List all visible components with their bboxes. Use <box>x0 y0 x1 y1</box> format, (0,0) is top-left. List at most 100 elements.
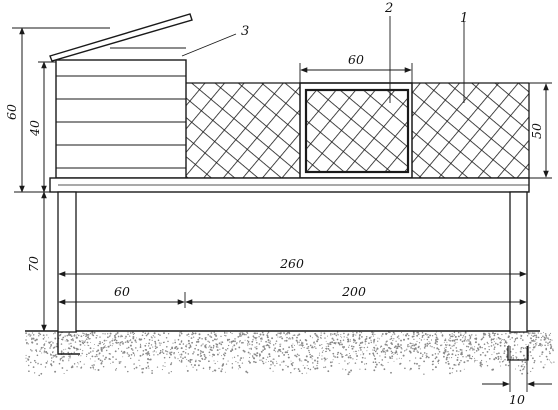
ground-speck <box>245 370 248 373</box>
ground-speck <box>368 342 370 344</box>
ground-speck <box>411 342 413 345</box>
ground-speck <box>88 352 90 355</box>
ground-speck <box>447 360 449 363</box>
ground-speck <box>304 359 307 361</box>
ground-speck <box>151 372 153 374</box>
ground-speck <box>493 344 495 346</box>
ground-speck <box>227 339 229 342</box>
ground-speck <box>424 333 427 335</box>
ground-speck <box>316 340 319 343</box>
ground-speck <box>240 342 243 344</box>
ground-speck <box>437 359 440 362</box>
ground-speck <box>548 334 551 336</box>
ground-speck <box>488 357 491 360</box>
ground-speck <box>76 366 78 368</box>
ground-speck <box>443 351 446 354</box>
ground-speck <box>547 337 549 340</box>
ground-speck <box>296 341 299 343</box>
ground-speck <box>68 355 70 357</box>
ground-speck <box>333 355 335 357</box>
ground-speck <box>247 336 250 339</box>
ground-speck <box>91 355 94 358</box>
ground-speck <box>492 332 494 335</box>
ground-speck <box>220 370 223 373</box>
ground-speck <box>239 366 241 369</box>
ground-speck <box>497 355 500 358</box>
ground-speck <box>362 353 365 355</box>
ground-speck <box>189 360 191 363</box>
ground-speck <box>332 359 334 361</box>
ground-speck <box>428 342 431 345</box>
ground-speck <box>253 357 255 359</box>
ground-speck <box>303 347 305 349</box>
ground-speck <box>230 350 232 353</box>
ground-speck <box>447 353 449 356</box>
ground-speck <box>94 355 96 358</box>
ground-speck <box>246 371 249 374</box>
ground-speck <box>54 332 56 334</box>
ground-speck <box>213 331 215 333</box>
ground-speck <box>260 350 263 353</box>
ground-speck <box>449 367 451 369</box>
ground-speck <box>548 351 550 353</box>
ground-speck <box>209 348 212 351</box>
ground-speck <box>83 340 84 342</box>
ground-speck <box>228 338 231 341</box>
ground-speck <box>118 361 120 362</box>
ground-speck <box>261 331 264 334</box>
ground-speck <box>453 344 455 347</box>
ground-speck <box>241 362 244 364</box>
ground-speck <box>162 352 165 354</box>
ground-speck <box>109 342 111 344</box>
ground-speck <box>431 363 434 366</box>
ground-speck <box>511 337 513 339</box>
ground-speck <box>488 346 490 348</box>
ground-speck <box>534 342 537 345</box>
ground-speck <box>126 347 128 349</box>
ground-speck <box>447 362 450 365</box>
ground-speck <box>356 355 359 357</box>
ground-speck <box>107 345 110 348</box>
ground-speck <box>142 367 145 370</box>
ground-speck <box>254 361 257 364</box>
ground-speck <box>418 345 420 348</box>
ground-speck <box>138 338 141 341</box>
ground-speck <box>319 352 321 354</box>
ground-speck <box>467 354 469 357</box>
ground-speck <box>425 357 427 359</box>
ground-speck <box>186 358 188 360</box>
ground-speck <box>154 336 156 338</box>
ground-speck <box>501 338 503 341</box>
ground-speck <box>44 347 46 350</box>
ground-speck <box>180 356 182 358</box>
ground-speck <box>352 339 355 341</box>
ground-speck <box>321 351 324 353</box>
ground-speck <box>397 335 400 337</box>
ground-speck <box>115 358 117 360</box>
ground-speck <box>460 353 462 355</box>
ground-speck <box>426 355 428 358</box>
ground-speck <box>545 334 547 337</box>
ground-speck <box>114 369 117 371</box>
ground-speck <box>456 359 459 361</box>
ground-speck <box>449 372 451 375</box>
ground-speck <box>471 348 474 350</box>
ground-speck <box>174 347 177 350</box>
ground-speck <box>63 372 65 375</box>
ground-speck <box>225 363 228 365</box>
ground-speck <box>318 354 320 356</box>
ground-speck <box>85 333 88 336</box>
ground-speck <box>392 339 394 342</box>
ground-speck <box>68 343 70 345</box>
ground-speck <box>270 360 272 363</box>
ground-speck <box>177 338 180 341</box>
ground-speck <box>342 339 345 341</box>
ground-speck <box>516 333 518 335</box>
ground-speck <box>371 331 373 334</box>
ground-speck <box>213 354 216 356</box>
ground-speck <box>149 354 151 356</box>
ground-speck <box>448 357 450 359</box>
ground-speck <box>73 363 76 365</box>
ground-speck <box>416 340 418 342</box>
ground-speck <box>431 335 434 337</box>
